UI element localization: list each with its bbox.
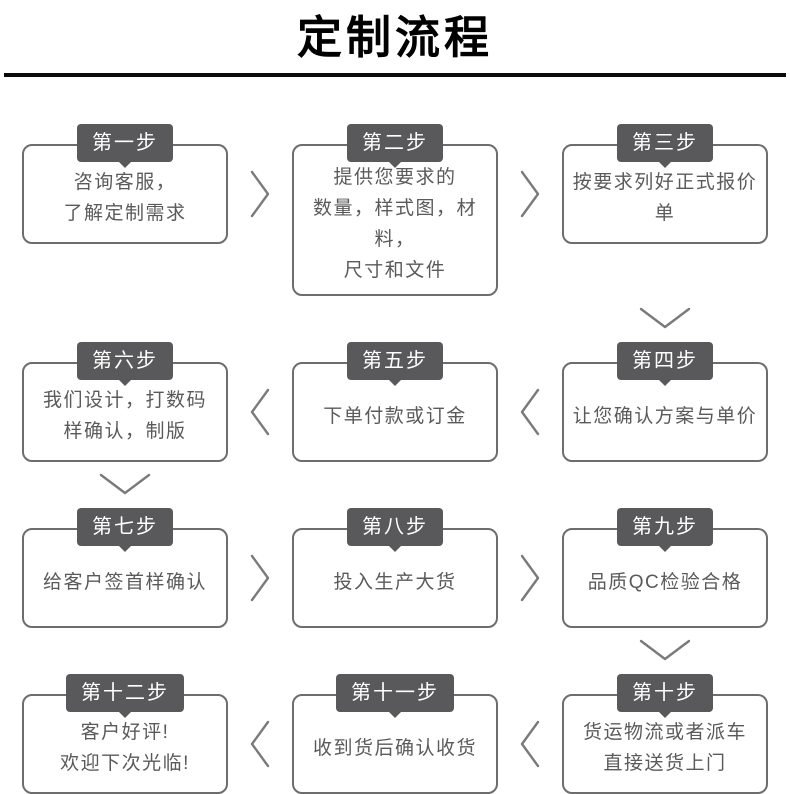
- flow-diagram: 第一步 咨询客服， 了解定制需求 第二步 提供您要求的 数量，样式图，材料， 尺…: [0, 77, 790, 794]
- arrow-step10-to-step11: [498, 694, 562, 794]
- step-2-text-line: 尺寸和文件: [343, 260, 447, 281]
- step-box-9: 第九步 品质QC检验合格: [562, 508, 768, 628]
- arrow-step9-to-step10: [562, 637, 768, 663]
- step-box-11: 第十一步 收到货后确认收货: [292, 674, 498, 794]
- step-11-label-tab: 第十一步: [336, 674, 454, 712]
- step-5-label-tab: 第五步: [347, 342, 443, 380]
- step-5-label: 第五步: [362, 350, 428, 372]
- step-2-label: 第二步: [362, 132, 428, 154]
- step-4-label: 第四步: [632, 350, 698, 372]
- step-6-label: 第六步: [92, 350, 158, 372]
- arrow-step5-to-step6: [228, 362, 292, 462]
- step-9-label-tab: 第九步: [617, 508, 713, 546]
- flow-row-2: 第六步 我们设计，打数码 样确认，制版 第五步 下单付款或订金 第四步 让您确认…: [22, 340, 768, 462]
- step-9-text-line: 品质QC检验合格: [587, 571, 743, 593]
- step-7-label-tab: 第七步: [77, 508, 173, 546]
- connector-row-3: [22, 628, 768, 672]
- step-4-label-tab: 第四步: [617, 342, 713, 380]
- step-box-2: 第二步 提供您要求的 数量，样式图，材料， 尺寸和文件: [292, 124, 498, 296]
- step-box-3: 第三步 按要求列好正式报价单: [562, 124, 768, 244]
- step-10-text-line: 直接送货上门: [603, 753, 727, 774]
- step-box-7: 第七步 给客户签首样确认: [22, 508, 228, 628]
- step-box-10: 第十步 货运物流或者派车 直接送货上门: [562, 674, 768, 794]
- step-10-text-line: 货运物流或者派车: [582, 722, 747, 743]
- chevron-left-icon: [250, 720, 270, 768]
- flow-row-4: 第十二步 客户好评! 欢迎下次光临! 第十一步 收到货后确认收货 第十步 货运物…: [22, 672, 768, 794]
- step-8-label: 第八步: [362, 516, 428, 538]
- step-box-5: 第五步 下单付款或订金: [292, 342, 498, 462]
- step-7-label: 第七步: [92, 516, 158, 538]
- step-1-label: 第一步: [92, 132, 158, 154]
- chevron-right-icon: [520, 554, 540, 602]
- chevron-left-icon: [520, 720, 540, 768]
- chevron-down-icon: [639, 639, 691, 661]
- step-8-label-tab: 第八步: [347, 508, 443, 546]
- step-4-text-line: 让您确认方案与单价: [572, 405, 758, 427]
- flow-row-1: 第一步 咨询客服， 了解定制需求 第二步 提供您要求的 数量，样式图，材料， 尺…: [22, 122, 768, 296]
- step-3-label-tab: 第三步: [617, 124, 713, 162]
- step-box-12: 第十二步 客户好评! 欢迎下次光临!: [22, 674, 228, 794]
- connector-row-1: [22, 296, 768, 340]
- step-2-text-line: 提供您要求的: [333, 167, 457, 188]
- step-box-1: 第一步 咨询客服， 了解定制需求: [22, 124, 228, 244]
- step-2-label-tab: 第二步: [347, 124, 443, 162]
- arrow-step1-to-step2: [228, 144, 292, 244]
- step-7-text-line: 给客户签首样确认: [42, 571, 207, 593]
- step-11-label: 第十一步: [351, 682, 439, 704]
- step-1-text-line: 咨询客服，: [73, 172, 177, 193]
- step-box-4: 第四步 让您确认方案与单价: [562, 342, 768, 462]
- chevron-down-icon: [99, 473, 151, 495]
- step-2-text-line: 数量，样式图，材料，: [312, 198, 477, 250]
- header: 定制流程: [0, 0, 790, 77]
- custom-process-infographic: 定制流程 第一步 咨询客服， 了解定制需求 第二步 提供您要求的 数量，样式图，…: [0, 0, 790, 754]
- arrow-step7-to-step8: [228, 528, 292, 628]
- step-3-text-line: 按要求列好正式报价单: [572, 172, 758, 224]
- step-12-label: 第十二步: [81, 682, 169, 704]
- step-3-label: 第三步: [632, 132, 698, 154]
- chevron-right-icon: [520, 170, 540, 218]
- arrow-step2-to-step3: [498, 144, 562, 244]
- arrow-step4-to-step5: [498, 362, 562, 462]
- step-12-text-line: 欢迎下次光临!: [60, 753, 190, 774]
- step-6-text-line: 样确认，制版: [63, 421, 187, 442]
- step-10-label: 第十步: [632, 682, 698, 704]
- step-9-label: 第九步: [632, 516, 698, 538]
- step-8-text-line: 投入生产大货: [333, 571, 457, 593]
- arrow-step3-to-step4: [562, 305, 768, 331]
- flow-row-3: 第七步 给客户签首样确认 第八步 投入生产大货 第九步 品质QC检验合格: [22, 506, 768, 628]
- chevron-right-icon: [250, 170, 270, 218]
- title-divider: [4, 73, 786, 77]
- step-6-label-tab: 第六步: [77, 342, 173, 380]
- chevron-right-icon: [250, 554, 270, 602]
- chevron-left-icon: [250, 388, 270, 436]
- arrow-step6-to-step7: [22, 471, 228, 497]
- arrow-step11-to-step12: [228, 694, 292, 794]
- step-5-text-line: 下单付款或订金: [323, 405, 467, 427]
- step-11-text-line: 收到货后确认收货: [312, 737, 477, 759]
- step-12-text-line: 客户好评!: [80, 722, 170, 743]
- step-12-label-tab: 第十二步: [66, 674, 184, 712]
- arrow-step8-to-step9: [498, 528, 562, 628]
- chevron-down-icon: [639, 307, 691, 329]
- step-10-label-tab: 第十步: [617, 674, 713, 712]
- step-box-6: 第六步 我们设计，打数码 样确认，制版: [22, 342, 228, 462]
- step-1-label-tab: 第一步: [77, 124, 173, 162]
- step-box-8: 第八步 投入生产大货: [292, 508, 498, 628]
- step-6-text-line: 我们设计，打数码: [42, 390, 207, 411]
- page-title: 定制流程: [296, 12, 493, 63]
- step-1-text-line: 了解定制需求: [63, 203, 187, 224]
- chevron-left-icon: [520, 388, 540, 436]
- connector-row-2: [22, 462, 768, 506]
